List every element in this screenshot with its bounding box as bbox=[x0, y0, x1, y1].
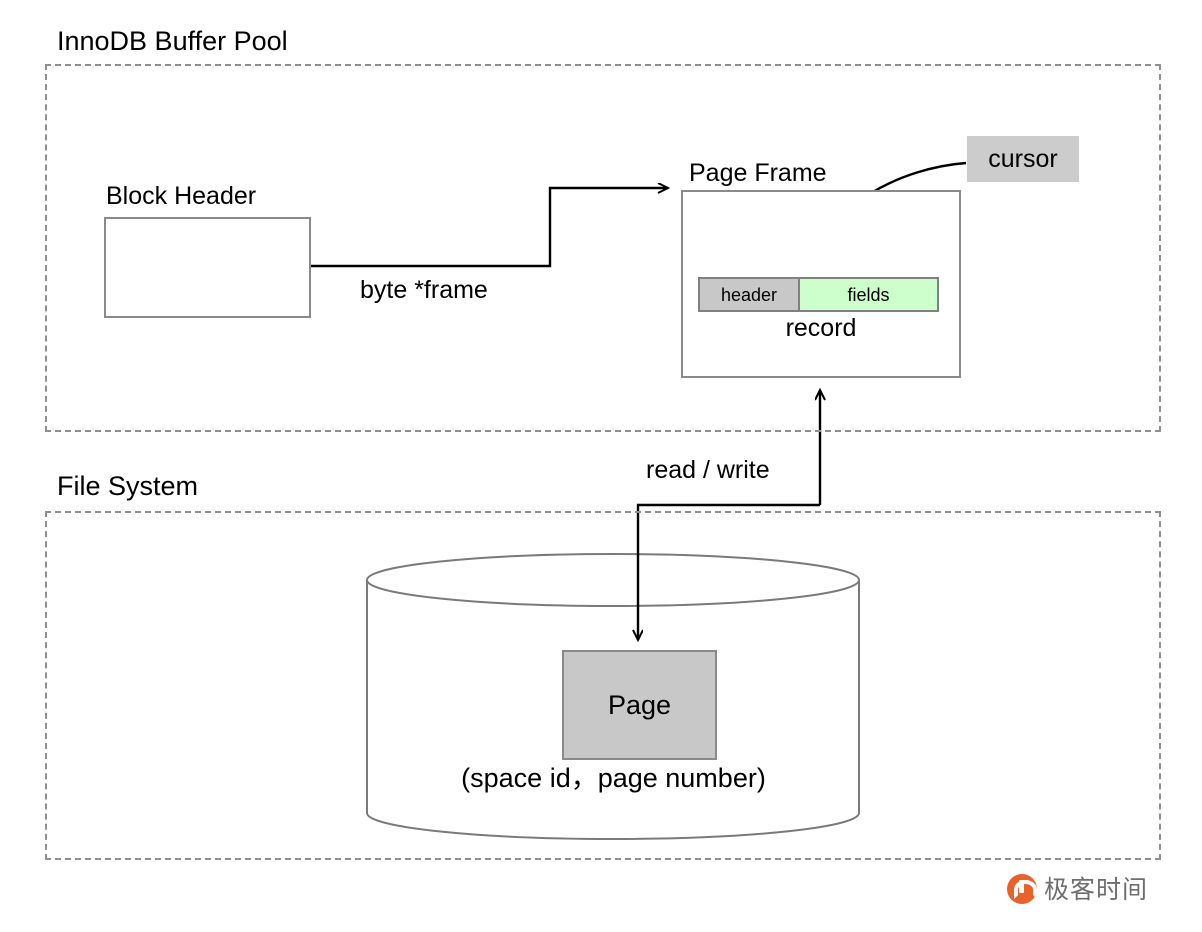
block-header-caption: Block Header bbox=[106, 182, 257, 210]
read-write-edge-label: read / write bbox=[643, 458, 773, 483]
byte-frame-edge-label: byte *frame bbox=[357, 278, 491, 303]
page-frame-caption: Page Frame bbox=[689, 159, 827, 187]
cursor-label: cursor bbox=[967, 136, 1079, 182]
file-system-title: File System bbox=[57, 471, 199, 501]
watermark-text: 极客时间 bbox=[1044, 874, 1149, 904]
record-caption: record bbox=[785, 314, 857, 342]
file-system-region bbox=[45, 511, 1161, 860]
storage-cylinder-icon bbox=[366, 553, 860, 840]
buffer-pool-region bbox=[45, 64, 1161, 432]
record-fields-cell: fields bbox=[798, 277, 939, 312]
block-header-box bbox=[104, 217, 311, 318]
geekbang-logo-icon bbox=[1007, 874, 1037, 904]
byte-frame-connector bbox=[311, 188, 668, 268]
watermark: 极客时间 bbox=[1007, 874, 1148, 904]
record-group: header fields bbox=[698, 277, 941, 312]
buffer-pool-title: InnoDB Buffer Pool bbox=[57, 26, 288, 56]
page-box: Page bbox=[562, 650, 717, 760]
read-arrow bbox=[638, 503, 820, 640]
page-coords-label: (space id，page number) bbox=[461, 763, 766, 793]
record-header-cell: header bbox=[698, 277, 800, 312]
